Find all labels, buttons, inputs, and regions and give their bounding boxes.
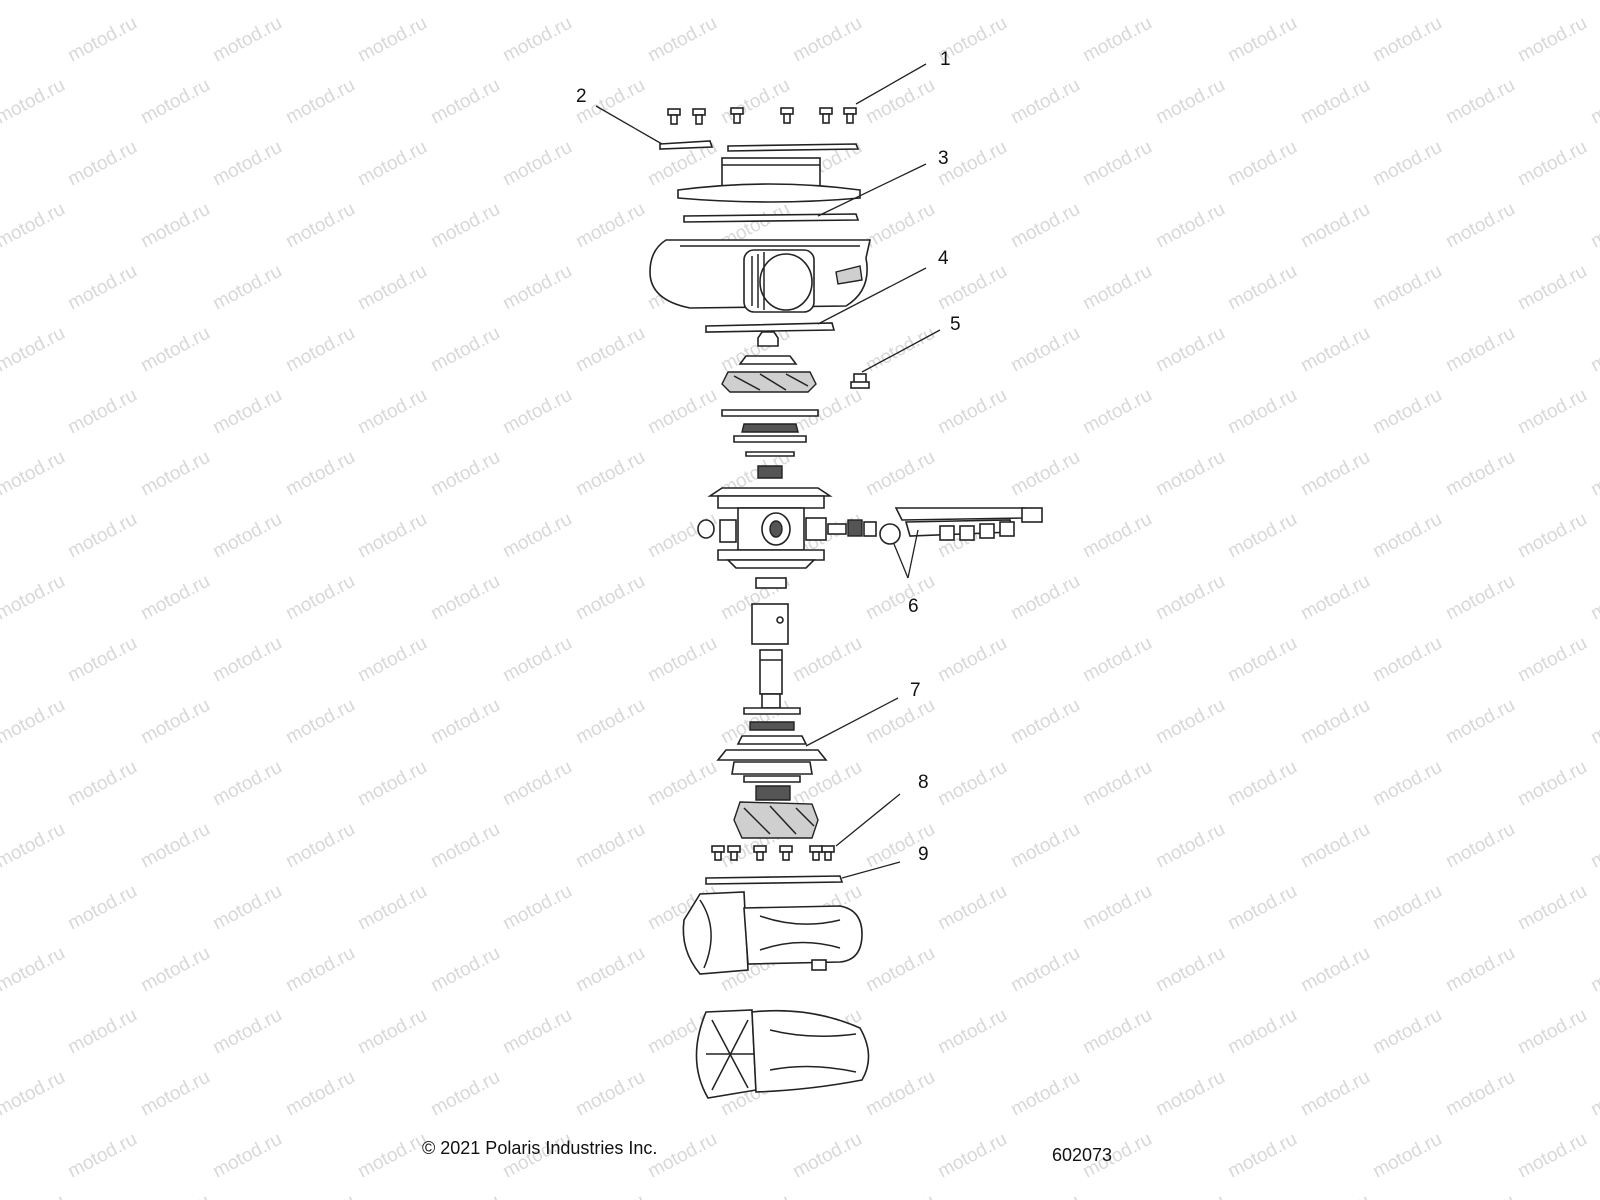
venturi-nozzle xyxy=(682,891,863,975)
nozzle-gasket xyxy=(705,875,844,885)
callout-2: 2 xyxy=(576,86,587,107)
lower-bolts xyxy=(711,845,835,861)
cover-plate xyxy=(659,140,860,152)
upper-seal-stack xyxy=(721,409,819,479)
bearing-housing xyxy=(697,487,833,569)
drawing-number: 602073 xyxy=(1052,1145,1113,1165)
callout-7: 7 xyxy=(910,680,921,701)
top-bolts xyxy=(667,107,857,125)
pump-housing xyxy=(649,239,871,313)
callout-6: 6 xyxy=(908,596,919,617)
upper-impeller xyxy=(721,355,817,393)
leader-lines xyxy=(595,63,941,879)
housing-gasket xyxy=(705,322,836,333)
impeller-nut xyxy=(757,331,779,347)
callout-4: 4 xyxy=(938,248,949,269)
drain-plug xyxy=(850,373,870,389)
callout-1: 1 xyxy=(940,49,951,70)
lower-seal-carrier xyxy=(716,707,828,801)
callout-9: 9 xyxy=(918,844,929,865)
hub-cap xyxy=(677,157,861,223)
steering-nozzle xyxy=(695,1009,870,1099)
callout-5: 5 xyxy=(950,314,961,335)
copyright-notice: © 2021 Polaris Industries Inc. xyxy=(422,1138,658,1158)
lower-impeller xyxy=(733,801,819,839)
callout-numbers: 1 2 3 4 5 6 7 8 9 xyxy=(576,49,961,865)
drive-shaft xyxy=(751,577,789,709)
bypass-fittings xyxy=(827,507,1043,545)
callout-8: 8 xyxy=(918,772,929,793)
callout-3: 3 xyxy=(938,148,949,169)
